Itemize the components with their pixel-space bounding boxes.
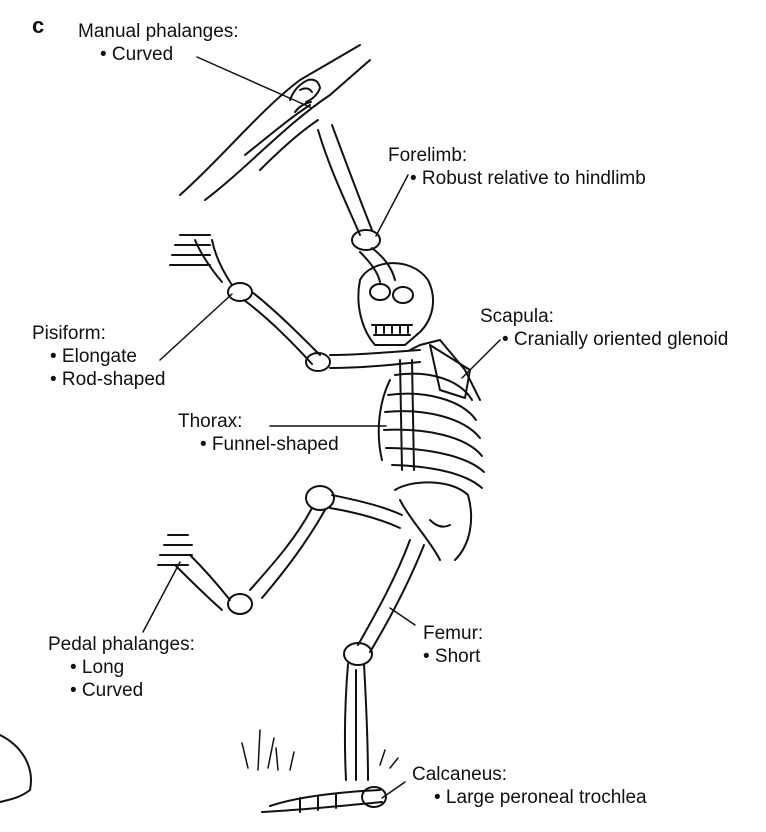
label-title: Manual phalanges:	[78, 21, 239, 42]
label-title: Thorax:	[178, 411, 243, 432]
femur-bone	[343, 539, 425, 781]
pelvis	[394, 481, 473, 561]
branch	[179, 44, 371, 201]
forelimb-bones	[317, 124, 396, 283]
thorax-ribcage	[377, 339, 485, 489]
label-bullet: • Rod-shaped	[50, 369, 166, 390]
panel-letter: c	[32, 13, 45, 38]
leader-pisiform	[159, 293, 233, 361]
label-pisiform: Pisiform: • Elongate • Rod-shaped	[32, 322, 165, 391]
manual-phalanges-hand	[289, 78, 321, 113]
label-bullet: • Curved	[100, 44, 174, 65]
label-title: Pisiform:	[32, 323, 106, 344]
label-bullet: • Funnel-shaped	[200, 434, 339, 455]
leader-manual-phalanges	[196, 56, 313, 109]
leader-forelimb	[375, 174, 409, 237]
label-title: Calcaneus:	[412, 764, 508, 785]
label-title: Pedal phalanges:	[48, 634, 195, 655]
label-title: Scapula:	[480, 306, 554, 327]
label-bullet: • Short	[423, 646, 481, 667]
label-bullet: • Curved	[70, 680, 144, 701]
leader-lines	[142, 56, 501, 799]
label-pedal-phalanges: Pedal phalanges: • Long • Curved	[48, 633, 195, 702]
leader-calcaneus	[381, 781, 406, 799]
leader-femur	[389, 607, 416, 626]
scapula-bone	[429, 344, 471, 399]
label-bullet: • Cranially oriented glenoid	[502, 329, 729, 350]
label-title: Femur:	[423, 623, 484, 644]
label-bullet: • Large peroneal trochlea	[434, 787, 647, 808]
label-femur: Femur: • Short	[423, 622, 483, 668]
label-bullet: • Elongate	[50, 346, 137, 367]
label-bullet: • Robust relative to hindlimb	[410, 168, 646, 189]
leader-pedal-phalanges	[142, 561, 181, 633]
label-scapula: Scapula: • Cranially oriented glenoid	[480, 305, 728, 351]
raised-leg	[157, 485, 403, 615]
calcaneus-foot	[261, 786, 387, 813]
label-forelimb: Forelimb: • Robust relative to hindlimb	[388, 144, 646, 190]
label-title: Forelimb:	[388, 145, 468, 166]
label-manual-phalanges: Manual phalanges: • Curved	[78, 20, 239, 66]
rock-outline	[0, 734, 32, 803]
left-arm	[169, 234, 421, 372]
label-thorax: Thorax: • Funnel-shaped	[178, 410, 339, 456]
label-bullet: • Long	[70, 657, 125, 678]
grass	[241, 729, 399, 771]
skull	[357, 262, 435, 346]
label-calcaneus: Calcaneus: • Large peroneal trochlea	[412, 763, 647, 809]
leader-scapula	[461, 339, 501, 379]
